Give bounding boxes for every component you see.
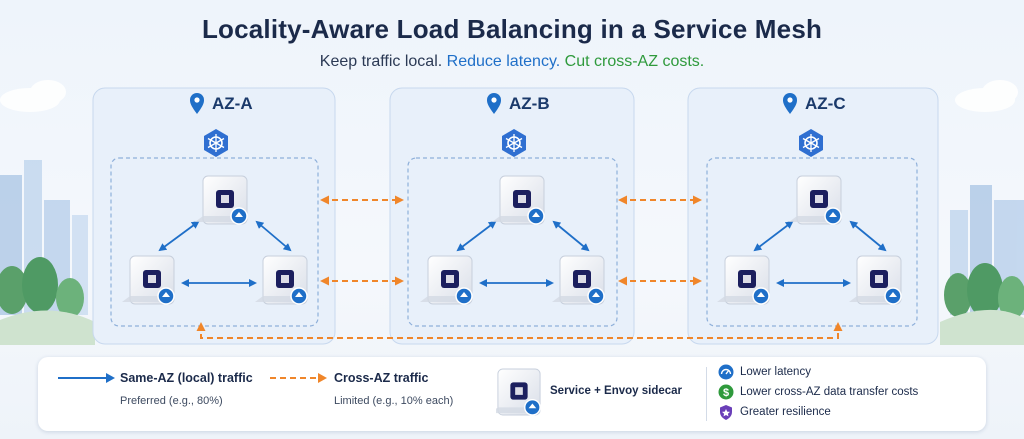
local-arrow-az-c-left bbox=[753, 220, 794, 252]
local-arrow-az-a-right bbox=[255, 220, 292, 252]
subtitle-part-2: Reduce latency. bbox=[446, 53, 561, 70]
service-node-az-b-left bbox=[419, 255, 473, 305]
svg-text:$: $ bbox=[723, 387, 729, 399]
service-node-az-b-right bbox=[551, 255, 605, 305]
service-node-az-a-right bbox=[254, 255, 308, 305]
service-node-az-b-top bbox=[491, 175, 545, 225]
legend-cross-az-sub: Limited (e.g., 10% each) bbox=[334, 395, 454, 407]
subtitle-part-3: Cut cross-AZ costs. bbox=[564, 53, 705, 70]
service-node-az-a-left bbox=[121, 255, 175, 305]
shield-icon bbox=[720, 405, 732, 420]
zone-label-az-c: AZ-C bbox=[805, 94, 846, 113]
legend-same-az-label: Same-AZ (local) traffic bbox=[120, 371, 253, 385]
service-node-az-c-top bbox=[788, 175, 842, 225]
page-title: Locality-Aware Load Balancing in a Servi… bbox=[201, 14, 823, 44]
legend-divider bbox=[706, 367, 707, 421]
local-arrow-az-b-right bbox=[552, 220, 590, 252]
cross-arrow-ac-bottom bbox=[196, 322, 843, 339]
legend: Same-AZ (local) traffic Preferred (e.g.,… bbox=[38, 357, 986, 431]
speedometer-icon bbox=[718, 364, 734, 380]
legend-service-node-icon bbox=[496, 368, 541, 416]
benefit-lower-costs: Lower cross-AZ data transfer costs bbox=[740, 386, 919, 398]
local-traffic-arrows bbox=[158, 220, 887, 287]
legend-same-az-sub: Preferred (e.g., 80%) bbox=[120, 395, 223, 407]
service-node-az-c-left bbox=[716, 255, 770, 305]
service-node-az-c-right bbox=[848, 255, 902, 305]
benefit-lower-latency: Lower latency bbox=[740, 366, 811, 378]
subtitle-part-1: Keep traffic local. bbox=[319, 53, 443, 70]
cross-az-arrows bbox=[196, 195, 843, 339]
zone-label-az-b: AZ-B bbox=[509, 94, 550, 113]
dollar-icon: $ bbox=[718, 384, 734, 400]
right-trees bbox=[940, 263, 1024, 345]
clouds bbox=[0, 80, 1018, 112]
service-node-az-a-top bbox=[194, 175, 248, 225]
local-arrow-az-c-right bbox=[849, 220, 887, 252]
left-trees bbox=[0, 257, 95, 345]
local-arrow-az-a-left bbox=[158, 220, 200, 252]
legend-cross-arrow-icon bbox=[270, 373, 327, 383]
zone-label-az-a: AZ-A bbox=[212, 94, 253, 113]
legend-cross-az-label: Cross-AZ traffic bbox=[334, 371, 429, 385]
local-arrow-az-b-left bbox=[456, 220, 497, 252]
benefit-greater-resilience: Greater resilience bbox=[740, 406, 831, 418]
legend-local-arrow-icon bbox=[58, 373, 115, 383]
subtitle: Keep traffic local. Reduce latency. Cut … bbox=[0, 53, 1024, 71]
legend-service-label: Service + Envoy sidecar bbox=[550, 385, 683, 397]
